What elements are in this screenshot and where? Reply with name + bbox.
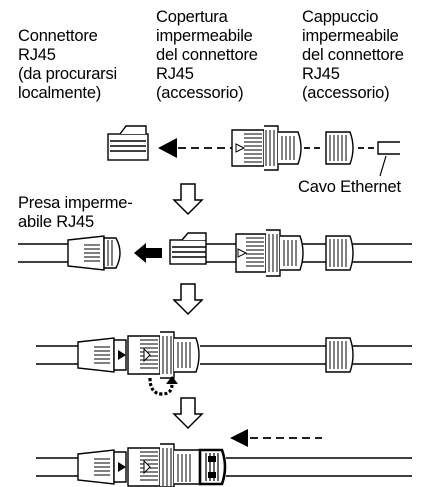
- rj45-plug: [107, 125, 149, 161]
- waterproof-cover: [127, 331, 200, 379]
- waterproof-cover: [127, 443, 201, 487]
- label-rj45-connector: Connettore RJ45 (da procurarsi localment…: [18, 27, 117, 102]
- waterproof-cap: [325, 337, 354, 373]
- waterproof-cover: [235, 229, 304, 277]
- arrow-down-icon: [172, 397, 204, 430]
- ethernet-cable-end: [377, 141, 400, 155]
- arrow-down-icon: [172, 283, 204, 316]
- rj45-socket: [67, 235, 121, 271]
- step4: [36, 443, 412, 487]
- waterproof-cap: [325, 235, 354, 271]
- rj45-socket: [77, 449, 127, 485]
- step1: [107, 125, 400, 177]
- arrow-left-icon: [230, 429, 248, 447]
- label-waterproof-cover: Copertura impermeabile del connettore RJ…: [156, 8, 258, 102]
- label-ethernet-cable: Cavo Ethernet: [298, 178, 401, 196]
- step2: [18, 229, 412, 277]
- waterproof-cap: [198, 448, 227, 486]
- waterproof-cap: [325, 131, 354, 165]
- rj45-socket: [77, 337, 127, 373]
- waterproof-cover: [231, 125, 302, 171]
- step3: [36, 331, 412, 396]
- arrow-left-icon: [134, 243, 162, 263]
- arrow-down-icon: [172, 183, 204, 216]
- arrow-left-icon: [158, 138, 177, 158]
- label-waterproof-cap: Cappuccio impermeabile del connettore RJ…: [302, 8, 404, 102]
- rj45-plug: [169, 232, 207, 265]
- rotate-arrow-icon: [148, 376, 178, 396]
- label-waterproof-socket: Presa imperme- abile RJ45: [18, 194, 133, 231]
